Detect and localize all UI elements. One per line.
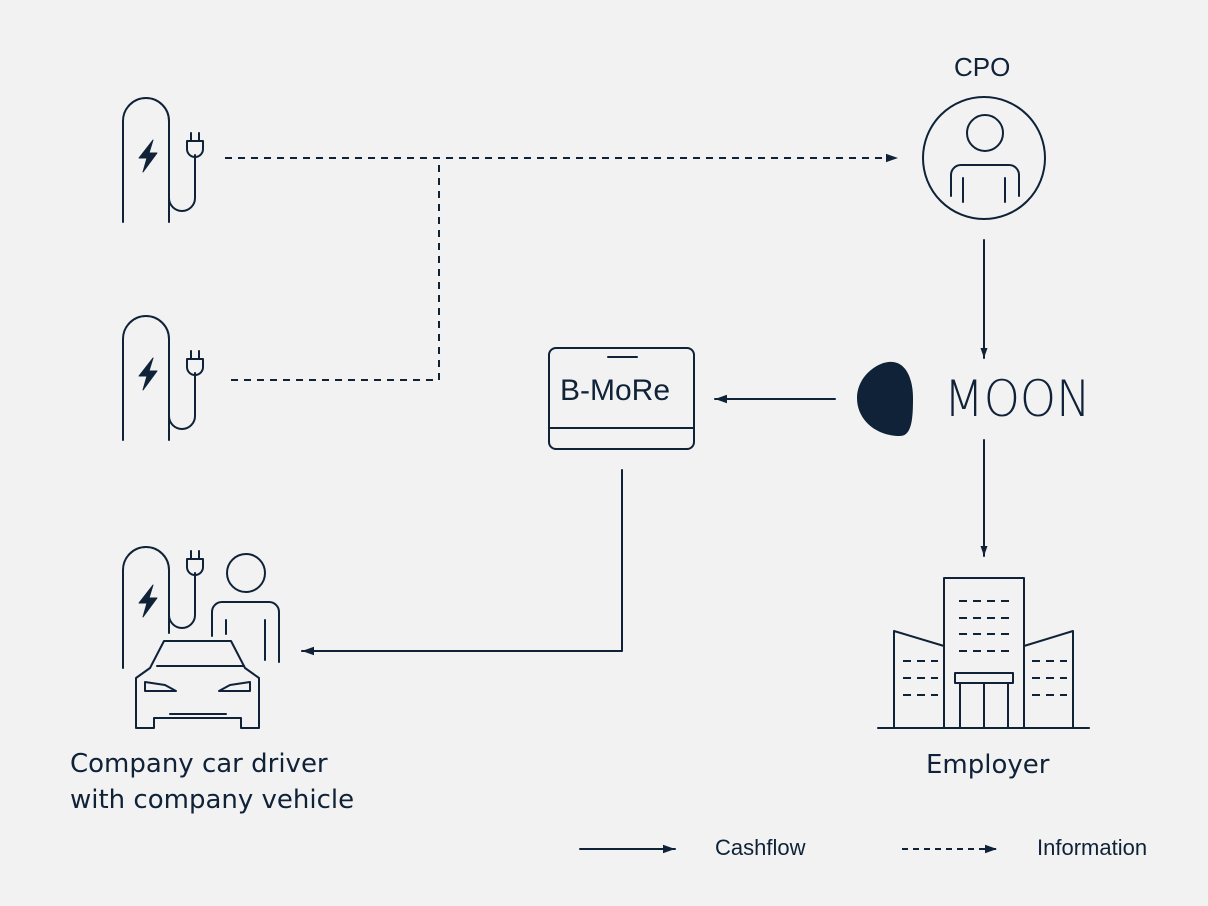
car-driver-charger-icon bbox=[122, 546, 280, 729]
moon-logo-icon bbox=[857, 361, 913, 436]
person-circle-icon bbox=[922, 96, 1046, 220]
legend-information-label: Information bbox=[1037, 835, 1148, 860]
office-building-icon bbox=[877, 577, 1090, 729]
driver-label: Company car driver with company vehicle bbox=[70, 749, 355, 815]
moon-label: MOON bbox=[944, 370, 1091, 428]
ev-charger-icon bbox=[122, 315, 204, 441]
bmore-label: B-MoRe bbox=[560, 374, 671, 407]
lightning-bolt-icon bbox=[138, 357, 158, 391]
card-terminal-icon bbox=[548, 347, 695, 450]
cashflow-edge-bmore-driver bbox=[301, 469, 623, 656]
employer-label: Employer bbox=[926, 750, 1050, 780]
lightning-bolt-icon bbox=[138, 139, 158, 173]
legend-cashflow-label: Cashflow bbox=[715, 835, 806, 860]
information-edge-charger2-cpo bbox=[231, 158, 440, 381]
ev-charger-icon bbox=[122, 97, 204, 223]
cpo-label: CPO bbox=[954, 52, 1011, 82]
